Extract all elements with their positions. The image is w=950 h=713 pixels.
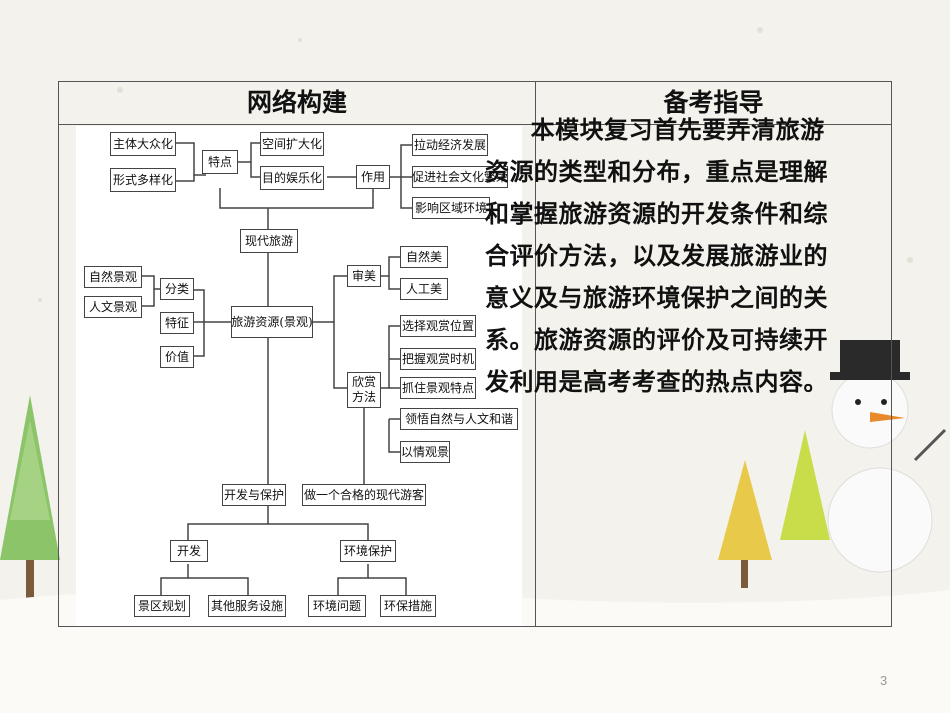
snowman-icon <box>827 340 947 573</box>
node-classify: 分类 <box>160 278 194 300</box>
network-header: 网络构建 <box>246 88 347 117</box>
node-develop: 开发 <box>170 540 208 562</box>
node-env-problem: 环境问题 <box>308 595 366 617</box>
node-role: 作用 <box>356 165 390 189</box>
page-number: 3 <box>880 673 888 688</box>
node-harmony: 领悟自然与人文和谐 <box>400 408 518 430</box>
node-region: 影响区域环境 <box>412 197 490 219</box>
node-human-scene: 人文景观 <box>84 296 142 318</box>
guide-header: 备考指导 <box>663 88 764 117</box>
node-develop-protect: 开发与保护 <box>222 484 286 506</box>
node-culture: 促进社会文化繁荣 <box>412 166 508 188</box>
node-artificial-beauty: 人工美 <box>400 278 448 300</box>
node-features: 特点 <box>202 150 238 174</box>
node-emotion: 以情观景 <box>400 441 450 463</box>
node-mass: 主体大众化 <box>110 132 176 156</box>
node-position: 选择观赏位置 <box>400 315 476 337</box>
diagram-connectors <box>142 142 412 595</box>
node-catch: 抓住景观特点 <box>400 377 476 399</box>
knowledge-diagram: 主体大众化 形式多样化 特点 空间扩大化 目的娱乐化 作用 拉动经济发展 促进社… <box>76 126 522 626</box>
node-trait: 特征 <box>160 312 194 334</box>
node-env-protect: 环境保护 <box>340 540 396 562</box>
node-modern: 现代旅游 <box>240 229 298 253</box>
node-natural-scene: 自然景观 <box>84 266 142 288</box>
node-aesthetic: 审美 <box>347 265 381 287</box>
content-table: 网络构建 备考指导 <box>58 81 892 627</box>
node-purpose: 目的娱乐化 <box>260 166 324 190</box>
node-appreciate: 欣赏方法 <box>347 372 381 408</box>
node-env-measure: 环保措施 <box>380 595 436 617</box>
node-space: 空间扩大化 <box>260 132 324 156</box>
node-timing: 把握观赏时机 <box>400 348 476 370</box>
exam-guidance-text: 本模块复习首先要弄清旅游资源的类型和分布，重点是理解和掌握旅游资源的开发条件和综… <box>485 115 828 396</box>
node-econ: 拉动经济发展 <box>412 134 488 156</box>
node-planning: 景区规划 <box>134 595 190 617</box>
node-diverse: 形式多样化 <box>110 168 176 192</box>
tree-icon <box>0 395 60 600</box>
node-resource: 旅游资源(景观) <box>231 306 313 338</box>
table-header-row: 网络构建 备考指导 <box>59 82 891 125</box>
column-divider <box>535 82 536 626</box>
node-facilities: 其他服务设施 <box>208 595 286 617</box>
node-good-tourist: 做一个合格的现代游客 <box>302 484 426 506</box>
node-natural-beauty: 自然美 <box>400 246 448 268</box>
node-value: 价值 <box>160 346 194 368</box>
